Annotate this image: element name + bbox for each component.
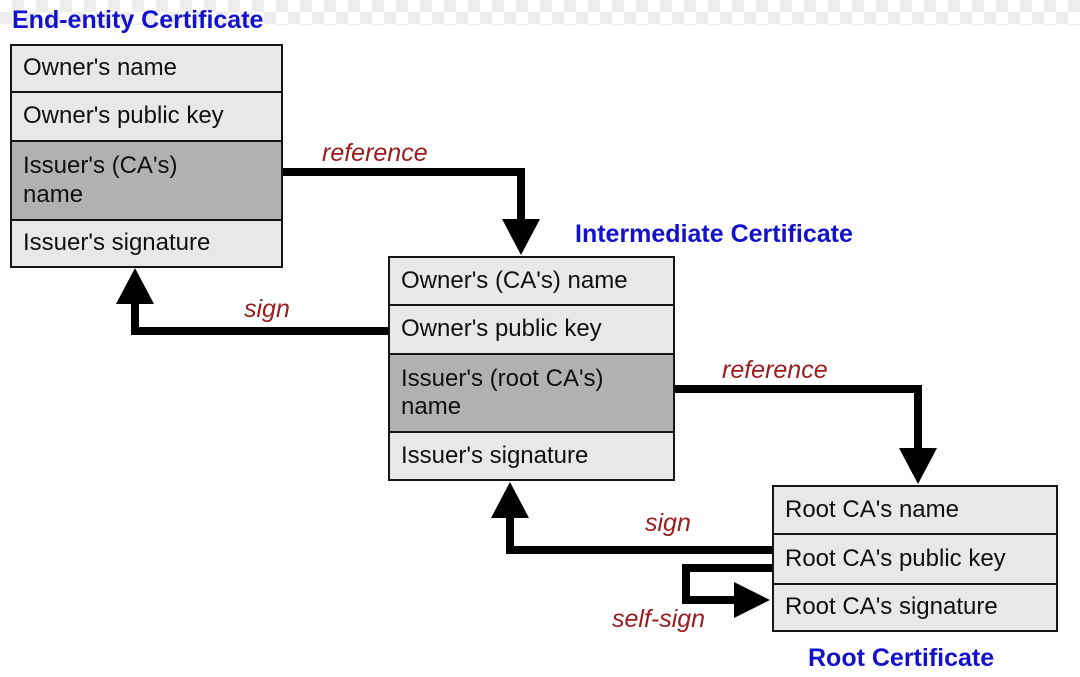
- intermediate-row-issuers-name: Issuer's (root CA's) name: [390, 353, 673, 431]
- reference-arrow-label-1: reference: [322, 139, 428, 167]
- sign-arrow-2-arrowhead-icon: [491, 482, 529, 518]
- sign-arrow-2-vertical-line: [506, 514, 514, 554]
- reference-arrow-2-horizontal-line: [673, 385, 922, 393]
- sign-arrow-2-horizontal-line: [506, 546, 772, 554]
- intermediate-row-owners-public-key: Owner's public key: [390, 304, 673, 353]
- reference-arrow-label-2: reference: [722, 356, 828, 384]
- end-entity-certificate-title: End-entity Certificate: [12, 6, 264, 34]
- reference-arrow-1-vertical-line: [517, 168, 525, 222]
- reference-arrow-2-arrowhead-icon: [899, 448, 937, 484]
- sign-arrow-1-vertical-line: [131, 299, 139, 335]
- reference-arrow-1-horizontal-line: [281, 168, 525, 176]
- sign-arrow-1-arrowhead-icon: [116, 268, 154, 304]
- sign-arrow-label-1: sign: [244, 295, 290, 323]
- self-sign-arrow-label: self-sign: [612, 605, 706, 633]
- end-entity-certificate-box: Owner's name Owner's public key Issuer's…: [10, 44, 283, 268]
- reference-arrow-1-arrowhead-icon: [502, 219, 540, 255]
- reference-arrow-2-vertical-line: [914, 385, 922, 449]
- intermediate-certificate-title: Intermediate Certificate: [575, 220, 853, 248]
- self-sign-arrow-bottom-line: [682, 596, 735, 604]
- root-row-signature: Root CA's signature: [774, 583, 1056, 630]
- root-certificate-title: Root Certificate: [808, 644, 995, 672]
- root-certificate-box: Root CA's name Root CA's public key Root…: [772, 485, 1058, 632]
- intermediate-certificate-box: Owner's (CA's) name Owner's public key I…: [388, 256, 675, 481]
- sign-arrow-label-2: sign: [645, 509, 691, 537]
- end-entity-row-owners-name: Owner's name: [12, 46, 281, 91]
- end-entity-row-issuers-signature: Issuer's signature: [12, 219, 281, 266]
- transparency-checkerboard: [0, 0, 1080, 25]
- self-sign-arrowhead-icon: [734, 582, 770, 618]
- self-sign-arrow-vertical-line: [682, 564, 690, 604]
- end-entity-row-issuers-name: Issuer's (CA's) name: [12, 140, 281, 219]
- intermediate-row-issuers-signature: Issuer's signature: [390, 431, 673, 479]
- end-entity-row-owners-public-key: Owner's public key: [12, 91, 281, 140]
- root-row-name: Root CA's name: [774, 487, 1056, 533]
- root-row-public-key: Root CA's public key: [774, 533, 1056, 583]
- self-sign-arrow-top-line: [682, 564, 772, 572]
- intermediate-row-owners-name: Owner's (CA's) name: [390, 258, 673, 304]
- sign-arrow-1-horizontal-line: [131, 327, 388, 335]
